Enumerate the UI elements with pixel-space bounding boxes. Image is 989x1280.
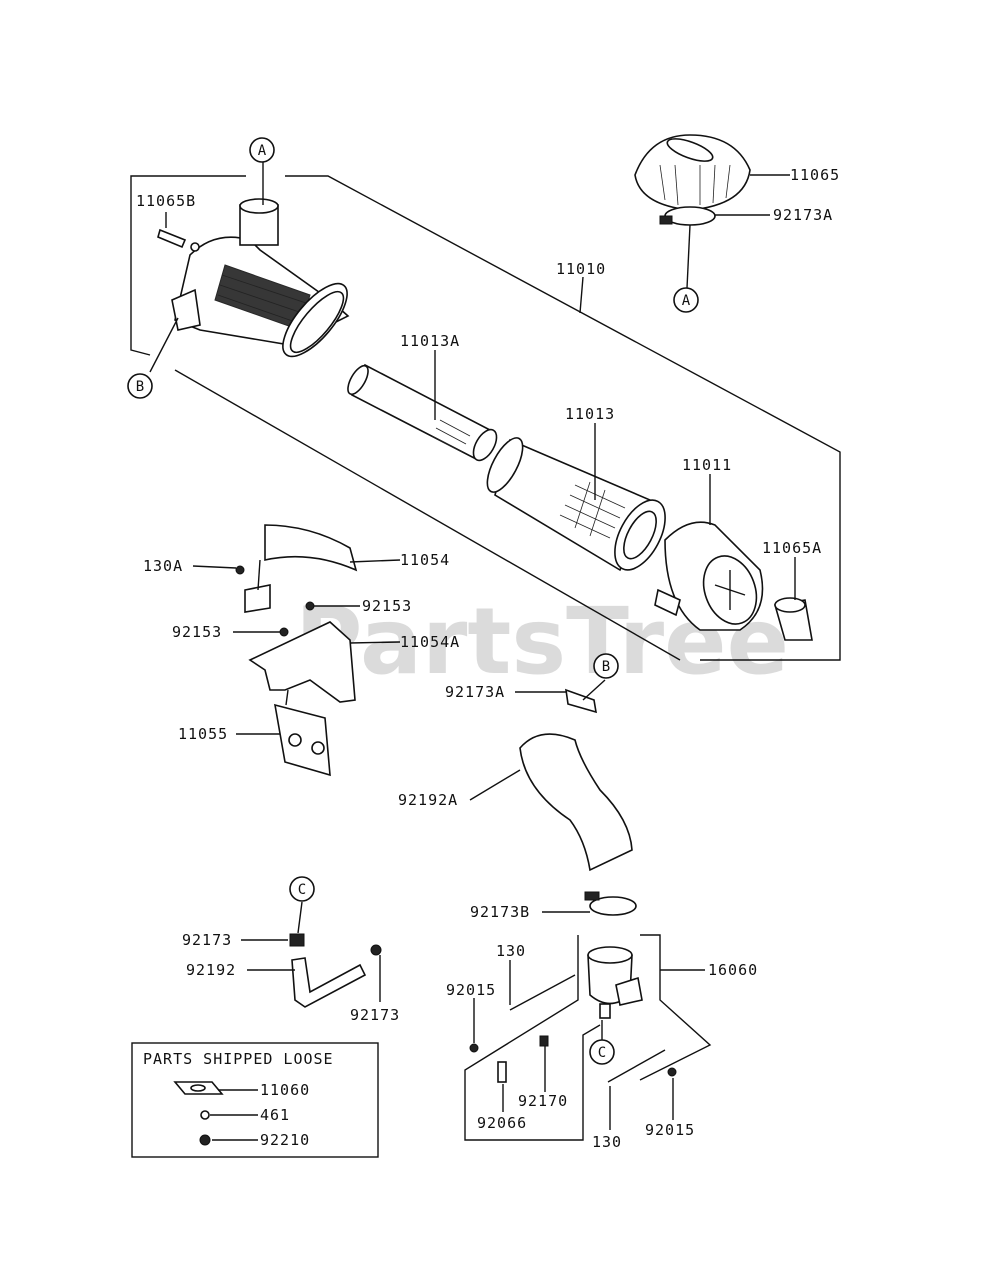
- clamp-92173-a[interactable]: [289, 933, 305, 947]
- callout-B-mid: B: [593, 653, 619, 679]
- label-92066[interactable]: 92066: [477, 1114, 527, 1132]
- svg-text:A: A: [682, 293, 691, 309]
- assembly-bracket-bottom: [174, 369, 681, 661]
- rod-130-a[interactable]: [509, 974, 576, 1011]
- label-92192A[interactable]: 92192A: [398, 791, 458, 809]
- label-92173A-mid[interactable]: 92173A: [445, 683, 505, 701]
- assembly-bracket-16060: [464, 935, 601, 1141]
- bolt-130A[interactable]: [235, 565, 245, 575]
- callout-C-right: C: [589, 1039, 615, 1065]
- svg-text:B: B: [136, 379, 144, 395]
- label-92015-a[interactable]: 92015: [446, 981, 496, 999]
- assembly-bracket-top: [285, 175, 841, 661]
- part-92173B-clamp[interactable]: [584, 891, 637, 916]
- label-11011[interactable]: 11011: [682, 456, 732, 474]
- washer-461[interactable]: [200, 1110, 210, 1120]
- label-130-a[interactable]: 130: [496, 942, 526, 960]
- part-92173A-clamp-top[interactable]: [659, 206, 716, 226]
- clamp-92173-b[interactable]: [370, 944, 382, 956]
- label-92173B[interactable]: 92173B: [470, 903, 530, 921]
- part-11065-cap[interactable]: [634, 134, 751, 211]
- label-130-b[interactable]: 130: [592, 1133, 622, 1151]
- label-11060[interactable]: 11060: [260, 1081, 310, 1099]
- svg-text:C: C: [298, 882, 306, 898]
- label-11065B[interactable]: 11065B: [136, 192, 196, 210]
- assembly-bracket-11010: [130, 175, 246, 356]
- part-16060-precleaner[interactable]: [587, 946, 643, 1019]
- part-11054-bracket[interactable]: [244, 524, 358, 613]
- label-11010[interactable]: 11010: [556, 260, 606, 278]
- label-11013A[interactable]: 11013A: [400, 332, 460, 350]
- bolt-92153-a[interactable]: [305, 601, 315, 611]
- callout-A-top: A: [249, 137, 275, 163]
- label-461[interactable]: 461: [260, 1106, 290, 1124]
- loose-box-title: PARTS SHIPPED LOOSE: [143, 1050, 334, 1068]
- air-cleaner-body[interactable]: [171, 198, 358, 366]
- part-92192A-hose[interactable]: [519, 733, 633, 872]
- label-92015-b[interactable]: 92015: [645, 1121, 695, 1139]
- label-11055[interactable]: 11055: [178, 725, 228, 743]
- label-92153-a[interactable]: 92153: [362, 597, 412, 615]
- label-11013[interactable]: 11013: [565, 405, 615, 423]
- part-11054A-bracket[interactable]: [248, 621, 356, 706]
- svg-text:C: C: [598, 1045, 606, 1061]
- part-11055-plate[interactable]: [273, 703, 331, 777]
- label-92173-b[interactable]: 92173: [350, 1006, 400, 1024]
- part-92170-clip[interactable]: [539, 1035, 549, 1047]
- part-11065B-valve[interactable]: [157, 228, 200, 252]
- nut-92015-b[interactable]: [667, 1067, 677, 1077]
- label-92153-b[interactable]: 92153: [172, 623, 222, 641]
- part-11011-cover[interactable]: [654, 521, 765, 631]
- nut-92210[interactable]: [199, 1134, 211, 1146]
- assembly-bracket-16060-right: [639, 934, 712, 1081]
- gasket-11060[interactable]: [173, 1081, 224, 1095]
- label-11065[interactable]: 11065: [790, 166, 840, 184]
- label-92210[interactable]: 92210: [260, 1131, 310, 1149]
- label-11054[interactable]: 11054: [400, 551, 450, 569]
- svg-text:B: B: [602, 659, 610, 675]
- bolt-92153-b[interactable]: [279, 627, 289, 637]
- label-92173A-top[interactable]: 92173A: [773, 206, 833, 224]
- callout-C-left: C: [289, 876, 315, 902]
- leader-lines: [149, 162, 796, 1130]
- svg-text:A: A: [258, 143, 267, 159]
- callout-B-left: B: [127, 373, 153, 399]
- label-92173-a[interactable]: 92173: [182, 931, 232, 949]
- nut-92015-a[interactable]: [469, 1043, 479, 1053]
- part-92192-drain-hose[interactable]: [291, 957, 367, 1008]
- part-92066-pin[interactable]: [497, 1061, 507, 1083]
- rod-130-b[interactable]: [607, 1049, 666, 1083]
- label-92192[interactable]: 92192: [186, 961, 236, 979]
- part-11013A-inner-filter[interactable]: [344, 363, 501, 465]
- label-16060[interactable]: 16060: [708, 961, 758, 979]
- part-92173A-clamp-mid[interactable]: [565, 688, 597, 714]
- callout-A-right: A: [673, 287, 699, 313]
- parts-shipped-loose-box: [131, 1042, 379, 1158]
- label-130A[interactable]: 130A: [143, 557, 183, 575]
- label-11065A[interactable]: 11065A: [762, 539, 822, 557]
- label-92170[interactable]: 92170: [518, 1092, 568, 1110]
- part-11013-filter-element[interactable]: [480, 433, 675, 578]
- label-11054A[interactable]: 11054A: [400, 633, 460, 651]
- part-11065A-valve[interactable]: [773, 597, 813, 641]
